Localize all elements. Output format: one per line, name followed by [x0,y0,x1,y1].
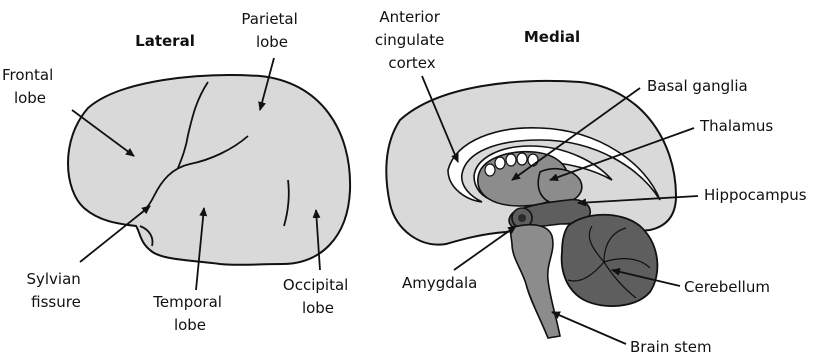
lateral-view: Lateral Frontal lobe Parietal lobe Sylvi… [2,10,353,334]
occipital-lobe-label: Occipital lobe [283,276,353,317]
basal-ganglia-nucleus-2 [495,157,505,169]
medial-heading: Medial [524,28,580,46]
anterior-cingulate-label: Anterior cingulate cortex [375,8,449,72]
thalamus-label: Thalamus [699,117,773,135]
basal-ganglia-nucleus-4 [517,153,527,165]
lateral-brain-outline [68,75,350,265]
hippocampus-label: Hippocampus [704,186,807,204]
cerebellum-label: Cerebellum [684,278,770,296]
brain-stem-arrow [552,312,626,344]
basal-ganglia-nucleus-1 [485,164,495,176]
basal-ganglia-label: Basal ganglia [647,77,748,95]
basal-ganglia-nucleus-3 [506,154,516,166]
sylvian-fissure-label: Sylvian fissure [26,270,85,311]
parietal-lobe-label: Parietal lobe [241,10,302,51]
thalamus-shape [538,169,582,204]
frontal-lobe-label: Frontal lobe [2,66,58,107]
brain-stem-label: Brain stem [630,338,712,356]
amygdala-label: Amygdala [402,274,477,292]
temporal-lobe-label: Temporal lobe [152,293,226,334]
amygdala-core [518,214,526,222]
medial-view: Medial Anterior cingulate cortex Basal g… [375,8,807,356]
brain-stem-shape [510,225,560,338]
lateral-heading: Lateral [135,32,195,50]
